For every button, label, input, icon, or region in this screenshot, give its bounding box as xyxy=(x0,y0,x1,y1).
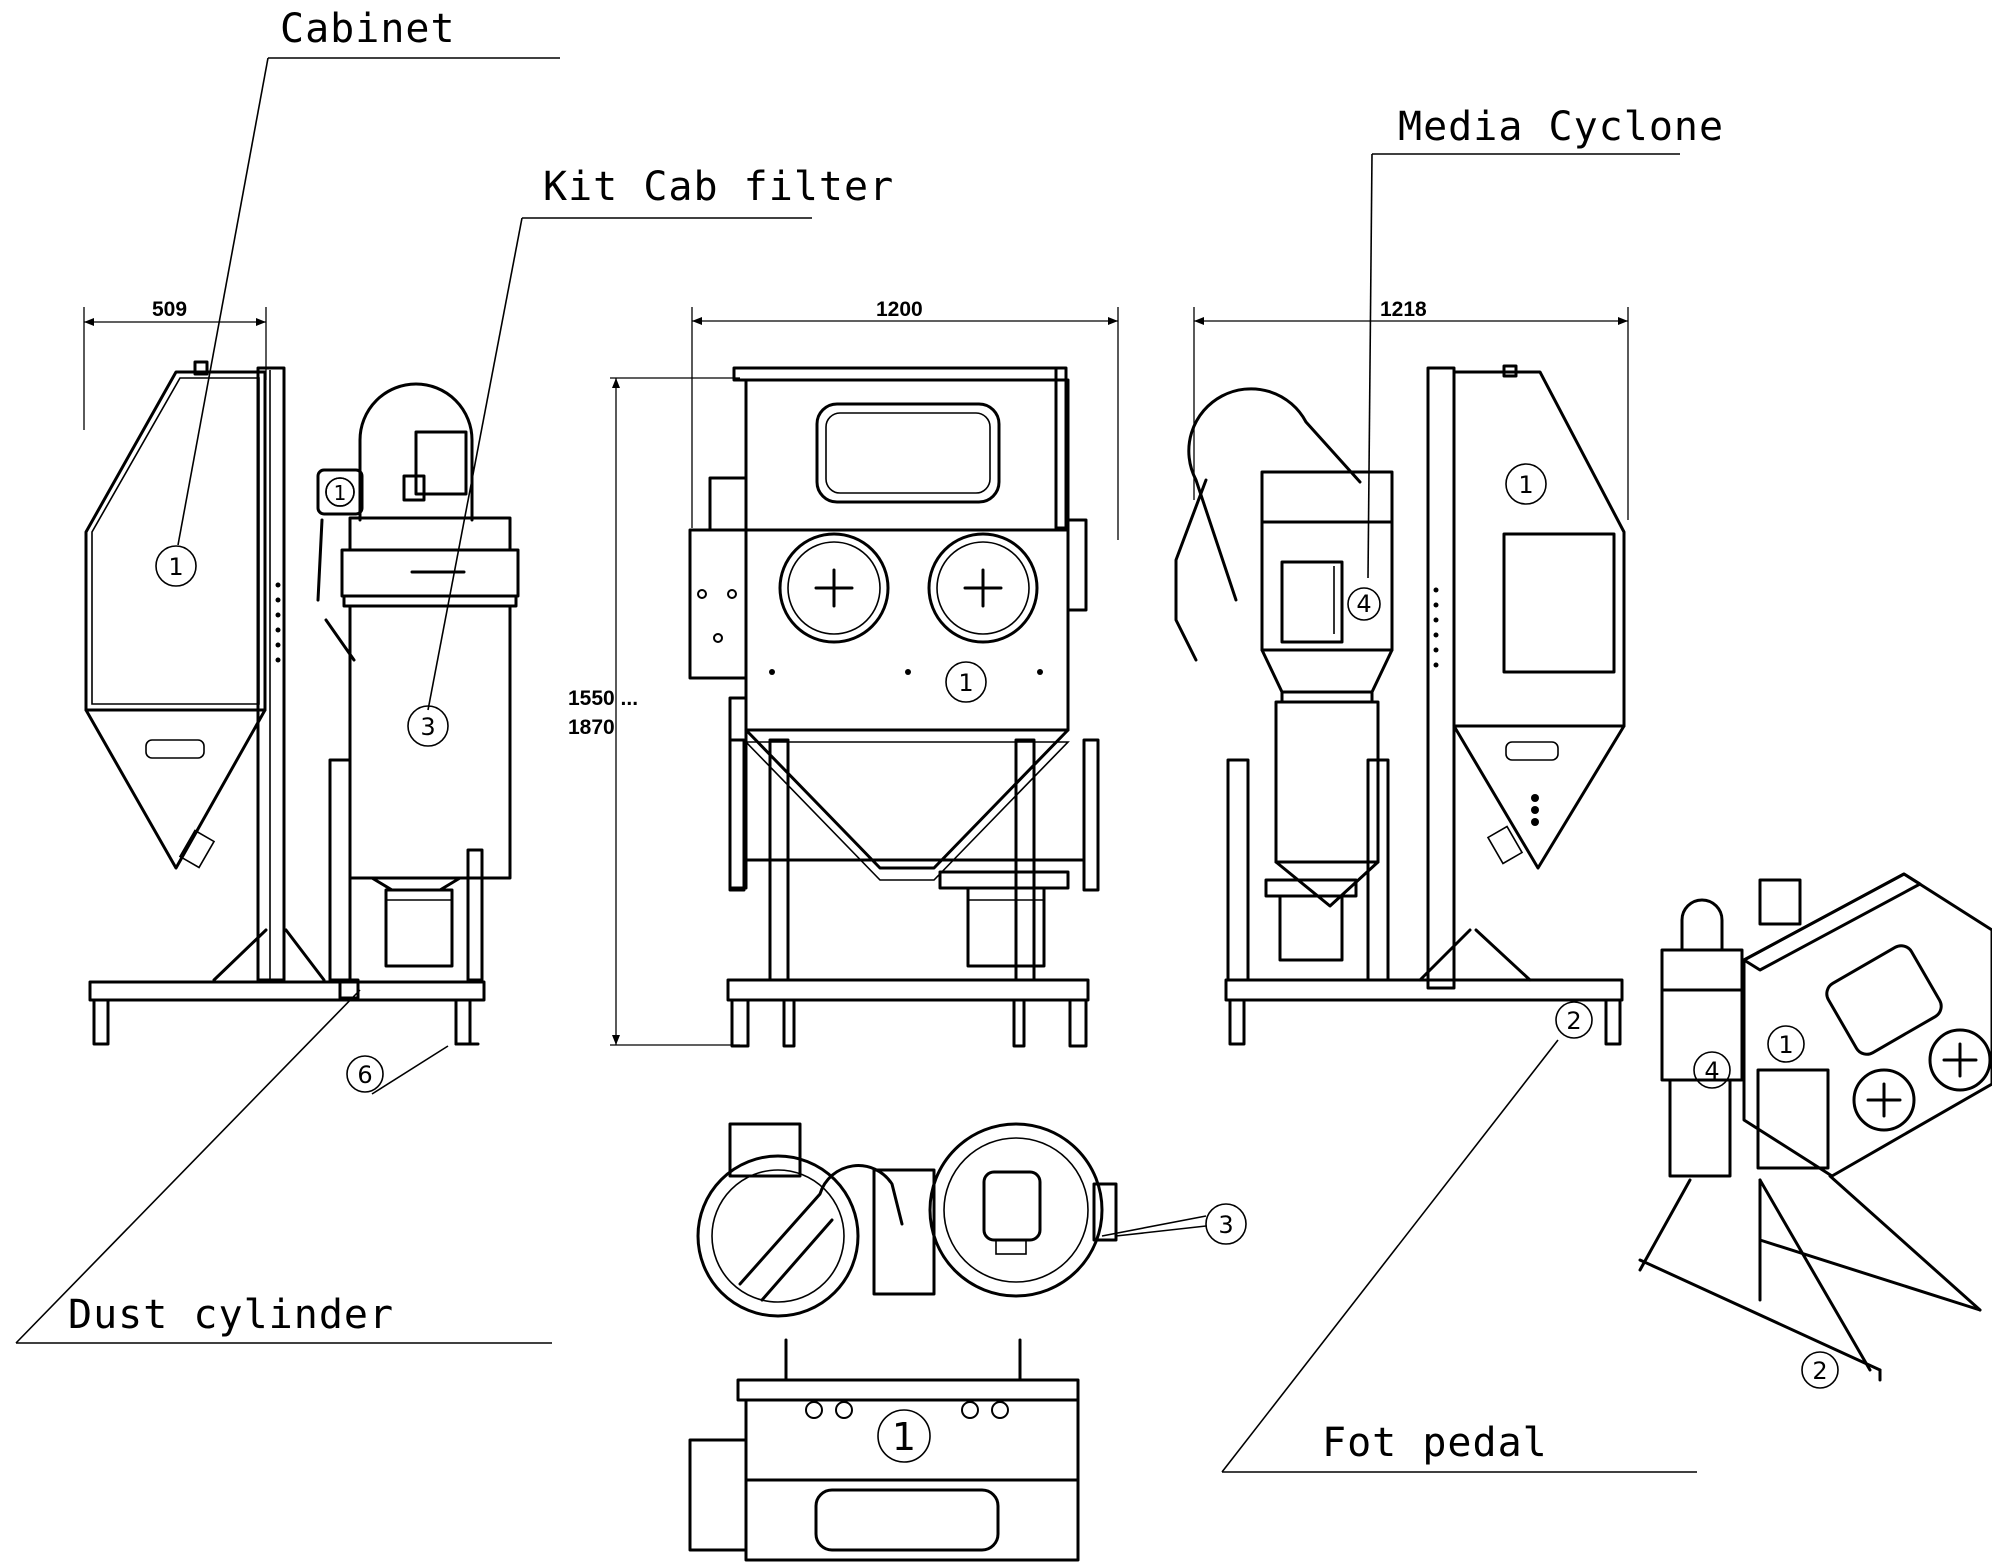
balloon-6: 6 xyxy=(346,1055,384,1093)
balloon-1-top: 1 xyxy=(877,1409,931,1463)
balloon-4-iso: 4 xyxy=(1693,1051,1731,1089)
isometric-view xyxy=(1638,872,1992,1382)
balloon-2-rear: 2 xyxy=(1555,1001,1593,1039)
balloon-4-rear: 4 xyxy=(1347,587,1381,621)
svg-text:1: 1 xyxy=(958,669,973,697)
svg-text:1: 1 xyxy=(334,481,347,505)
front-view: 1200 1550 ... 1870 xyxy=(568,298,1119,1048)
part-balloons: 1 1 3 6 1 4 1 2 xyxy=(155,463,1839,1463)
rear-view: 1218 xyxy=(1174,298,1629,1046)
balloon-1-side-top: 1 xyxy=(325,477,355,507)
callout-fot-pedal: Fot pedal xyxy=(1221,1039,1697,1473)
dim-text-509: 509 xyxy=(152,298,187,321)
callout-media-cyclone: Media Cyclone xyxy=(1367,104,1724,579)
svg-text:4: 4 xyxy=(1356,590,1371,618)
dimension-509: 509 xyxy=(83,298,267,430)
balloon-2-iso: 2 xyxy=(1801,1351,1839,1389)
label-cabinet: Cabinet xyxy=(280,6,456,52)
label-kit-cab-filter: Kit Cab filter xyxy=(543,164,894,210)
balloon-3-left: 3 xyxy=(407,705,449,747)
svg-text:3: 3 xyxy=(1218,1211,1233,1239)
dimension-height: 1550 ... 1870 xyxy=(568,377,740,1046)
svg-text:2: 2 xyxy=(1566,1007,1581,1035)
label-media-cyclone: Media Cyclone xyxy=(1398,104,1724,150)
dim-text-1200: 1200 xyxy=(876,298,923,321)
balloon-1-left: 1 xyxy=(155,545,197,587)
balloon-3-top: 3 xyxy=(1115,1203,1247,1245)
callout-kit-cab-filter: Kit Cab filter xyxy=(427,164,894,711)
svg-text:6: 6 xyxy=(357,1061,372,1089)
dim-text-1218: 1218 xyxy=(1380,298,1427,321)
label-dust-cylinder: Dust cylinder xyxy=(68,1292,394,1338)
balloon-1-rear: 1 xyxy=(1505,463,1547,505)
callout-cabinet: Cabinet xyxy=(177,6,560,546)
svg-text:3: 3 xyxy=(420,713,435,741)
balloon-1-iso: 1 xyxy=(1767,1025,1805,1063)
svg-text:1: 1 xyxy=(1518,471,1533,499)
top-view xyxy=(688,1122,1207,1562)
svg-text:4: 4 xyxy=(1704,1057,1719,1085)
dimension-1218: 1218 xyxy=(1193,298,1629,520)
svg-text:1: 1 xyxy=(1778,1031,1793,1059)
svg-text:1: 1 xyxy=(168,553,183,581)
dim-text-height-line2: 1870 xyxy=(568,716,615,739)
callout-dust-cylinder: Dust cylinder xyxy=(15,989,552,1344)
svg-text:1: 1 xyxy=(892,1415,916,1459)
dim-text-height-line1: 1550 ... xyxy=(568,687,638,710)
balloon-1-front: 1 xyxy=(945,661,987,703)
dimension-1200: 1200 xyxy=(691,298,1119,540)
label-fot-pedal: Fot pedal xyxy=(1322,1420,1548,1466)
svg-text:2: 2 xyxy=(1812,1357,1827,1385)
side-view-left: 509 xyxy=(83,298,520,1095)
